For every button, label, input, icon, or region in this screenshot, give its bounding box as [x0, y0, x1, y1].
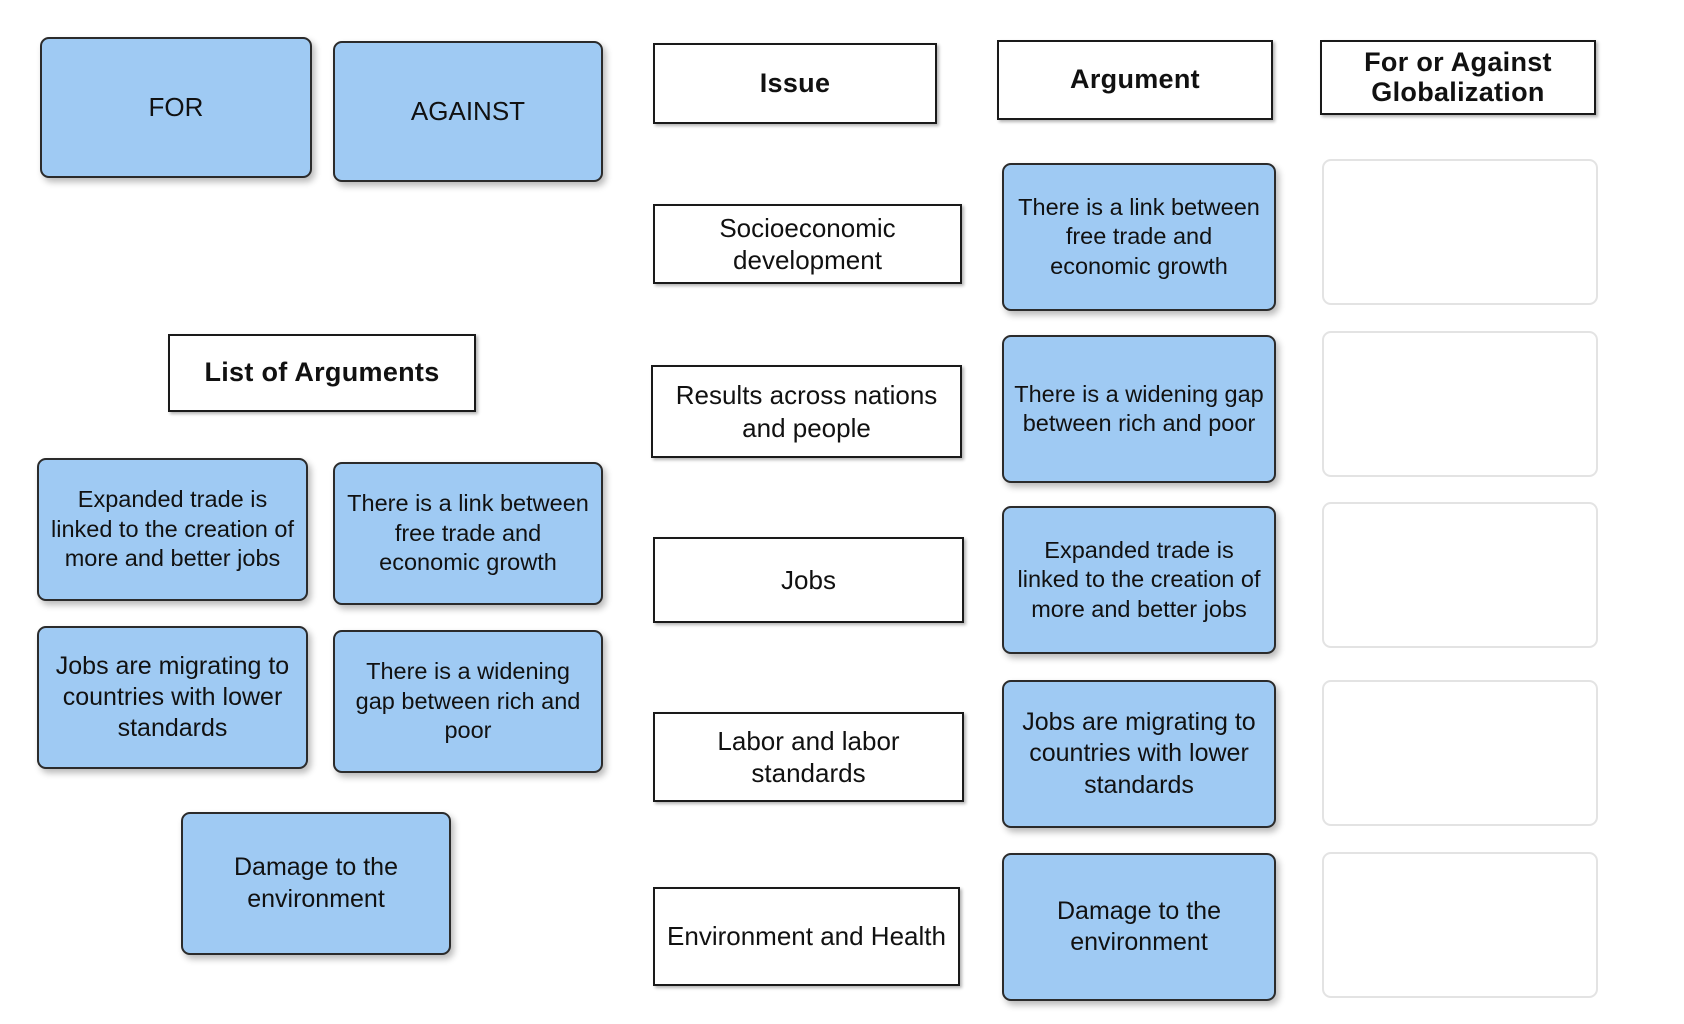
argument-cell-tile[interactable]: Expanded trade is linked to the creation…	[1002, 506, 1276, 654]
argument-cell-tile[interactable]: Damage to the environment	[1002, 853, 1276, 1001]
issue-cell: Socioeconomic development	[653, 204, 962, 284]
for-against-drop-zone[interactable]	[1322, 502, 1598, 648]
issue-cell: Results across nations and people	[651, 365, 962, 458]
list-of-arguments-heading: List of Arguments	[168, 334, 476, 412]
argument-cell-tile[interactable]: There is a widening gap between rich and…	[1002, 335, 1276, 483]
for-against-drop-zone[interactable]	[1322, 159, 1598, 305]
bank-argument-tile[interactable]: Jobs are migrating to countries with low…	[37, 626, 308, 769]
issue-column-header: Issue	[653, 43, 937, 124]
for-against-drop-zone[interactable]	[1322, 852, 1598, 998]
for-tile[interactable]: FOR	[40, 37, 312, 178]
against-tile[interactable]: AGAINST	[333, 41, 603, 182]
bank-argument-tile[interactable]: Damage to the environment	[181, 812, 451, 955]
issue-cell: Jobs	[653, 537, 964, 623]
issue-cell: Labor and labor standards	[653, 712, 964, 802]
for-against-drop-zone[interactable]	[1322, 680, 1598, 826]
bank-argument-tile[interactable]: There is a link between free trade and e…	[333, 462, 603, 605]
bank-argument-tile[interactable]: There is a widening gap between rich and…	[333, 630, 603, 773]
argument-column-header: Argument	[997, 40, 1273, 120]
argument-cell-tile[interactable]: There is a link between free trade and e…	[1002, 163, 1276, 311]
for-against-drop-zone[interactable]	[1322, 331, 1598, 477]
issue-cell: Environment and Health	[653, 887, 960, 986]
bank-argument-tile[interactable]: Expanded trade is linked to the creation…	[37, 458, 308, 601]
argument-cell-tile[interactable]: Jobs are migrating to countries with low…	[1002, 680, 1276, 828]
for-against-column-header: For or Against Globalization	[1320, 40, 1596, 115]
